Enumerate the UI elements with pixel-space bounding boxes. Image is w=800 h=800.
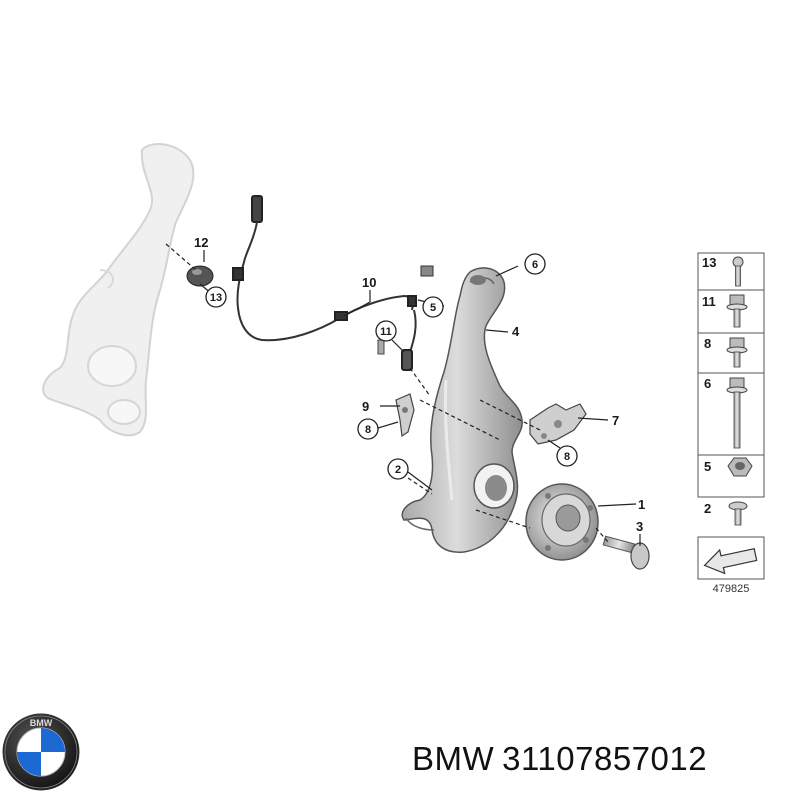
callout-11: 11 bbox=[380, 326, 392, 338]
screw-icon bbox=[732, 256, 744, 287]
ghost-knuckle bbox=[42, 143, 195, 437]
callout-5-circle: 5 bbox=[422, 296, 444, 318]
bmw-logo-icon: BMW bbox=[2, 713, 80, 791]
fastener-legend: 13 11 8 6 5 bbox=[697, 252, 765, 595]
bmw-logo-letters: BMW bbox=[30, 718, 53, 728]
brand-name: BMW bbox=[412, 740, 495, 777]
callout-4: 4 bbox=[512, 324, 520, 339]
legend-row-8: 8 bbox=[704, 336, 711, 351]
torx-screw-icon bbox=[728, 501, 748, 526]
callout-7: 7 bbox=[612, 413, 619, 428]
callout-2-circle: 2 bbox=[387, 458, 409, 480]
callout-8a-circle: 8 bbox=[357, 418, 379, 440]
callout-11-circle: 11 bbox=[375, 320, 397, 342]
sensor-cable bbox=[232, 195, 417, 371]
bracket-part-7 bbox=[529, 403, 587, 445]
callout-2: 2 bbox=[395, 464, 401, 476]
cap-part-12 bbox=[186, 265, 214, 287]
callouts: 12 13 10 11 5 6 4 9 8 7 8 bbox=[194, 235, 645, 534]
callout-13: 13 bbox=[210, 292, 222, 304]
legend-row-11: 11 bbox=[702, 294, 716, 309]
wheel-hub-part-1 bbox=[525, 483, 599, 561]
long-bolt-icon bbox=[726, 377, 748, 449]
hex-bolt-icon bbox=[726, 337, 748, 368]
callout-6: 6 bbox=[532, 259, 538, 271]
callout-13-circle: 13 bbox=[205, 286, 227, 308]
direction-arrow-icon bbox=[697, 536, 765, 580]
steering-knuckle bbox=[401, 267, 523, 553]
callout-8b: 8 bbox=[564, 451, 570, 463]
callout-6-circle: 6 bbox=[524, 253, 546, 275]
legend-row-13: 13 bbox=[702, 255, 716, 270]
flange-bolt-icon bbox=[726, 294, 748, 328]
reference-number: 479825 bbox=[713, 583, 750, 595]
callout-8b-circle: 8 bbox=[556, 445, 578, 467]
callout-12: 12 bbox=[194, 235, 208, 250]
callout-1: 1 bbox=[638, 497, 645, 512]
callout-8a: 8 bbox=[365, 424, 371, 436]
callout-10: 10 bbox=[362, 275, 376, 290]
legend-row-5: 5 bbox=[704, 459, 711, 474]
hex-nut-icon bbox=[727, 457, 753, 477]
bolt-part-3 bbox=[602, 535, 650, 570]
legend-row-2: 2 bbox=[704, 501, 711, 516]
callout-9: 9 bbox=[362, 399, 369, 414]
legend-row-6: 6 bbox=[704, 376, 711, 391]
part-number: 31107857012 bbox=[502, 740, 708, 777]
callout-5: 5 bbox=[430, 302, 436, 314]
callout-3: 3 bbox=[636, 519, 643, 534]
bracket-part-9 bbox=[395, 393, 415, 438]
assembly-lines bbox=[165, 243, 609, 543]
